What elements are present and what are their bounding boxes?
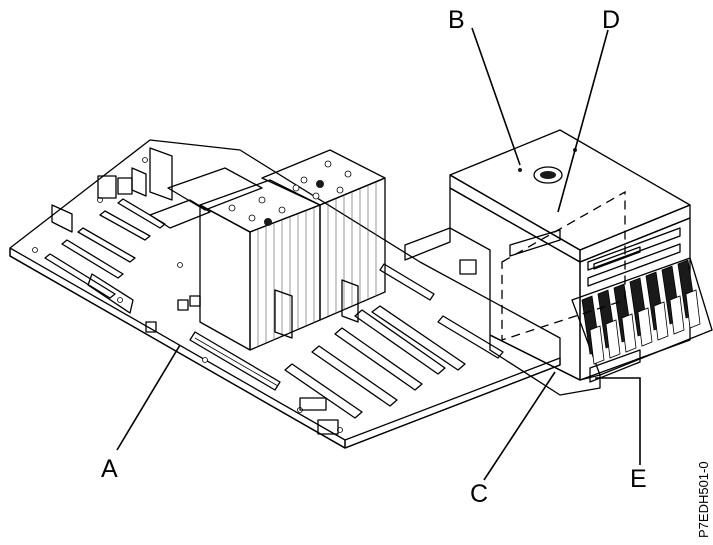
leader-b xyxy=(471,27,521,166)
drive-tray-base xyxy=(489,334,641,396)
board-connectors xyxy=(189,263,435,435)
pci-slots xyxy=(44,198,166,314)
rear-io-components xyxy=(51,147,263,333)
callout-a: A xyxy=(101,455,118,483)
callout-b: B xyxy=(448,6,465,34)
callout-c: C xyxy=(470,480,488,508)
system-board xyxy=(9,139,561,449)
memory-dimm-slots xyxy=(284,305,504,419)
figure-id: P7EDH501-0 xyxy=(696,461,711,538)
callout-e: E xyxy=(630,465,647,493)
disk-drives xyxy=(571,257,713,376)
leader-a xyxy=(116,344,181,451)
leader-c xyxy=(483,371,556,481)
backplane-outline-dashed xyxy=(501,190,626,341)
drive-cage-top-cover xyxy=(449,129,691,263)
processor-heatsinks xyxy=(199,149,386,351)
callout-d: D xyxy=(602,6,620,34)
leader-d xyxy=(557,29,609,213)
leader-lines xyxy=(116,27,641,481)
leader-e xyxy=(595,377,641,465)
